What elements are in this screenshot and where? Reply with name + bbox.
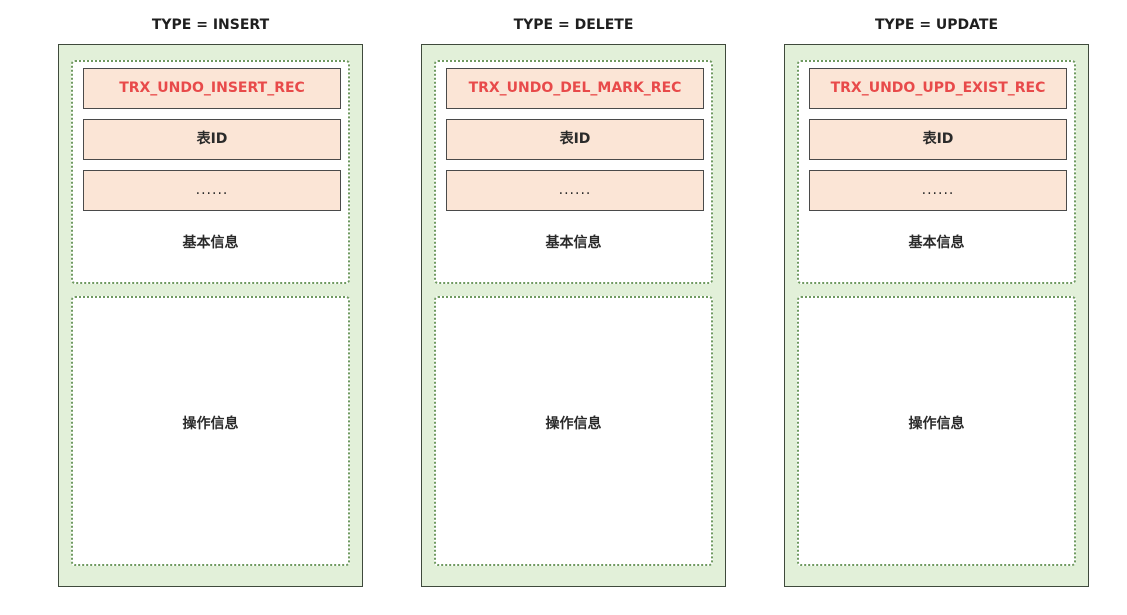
record-type-field: TRX_UNDO_UPD_EXIST_REC [809,68,1067,109]
basic-info-label: 基本信息 [182,235,239,251]
undo-record-box: TRX_UNDO_DEL_MARK_REC 表ID ...... 基本信息 操作… [421,44,726,587]
table-id-field: 表ID [83,119,341,160]
operation-info-label: 操作信息 [908,416,965,432]
basic-info-section: TRX_UNDO_DEL_MARK_REC 表ID ...... 基本信息 [434,60,713,284]
column-title: TYPE = INSERT [151,17,270,33]
basic-info-label: 基本信息 [908,235,965,251]
basic-info-section: TRX_UNDO_INSERT_REC 表ID ...... 基本信息 [71,60,350,284]
table-id-field: 表ID [446,119,704,160]
more-fields-placeholder: ...... [809,170,1067,211]
undo-record-box: TRX_UNDO_INSERT_REC 表ID ...... 基本信息 操作信息 [58,44,363,587]
insert-record-column: TYPE = INSERT TRX_UNDO_INSERT_REC 表ID ..… [58,0,363,615]
record-type-field: TRX_UNDO_DEL_MARK_REC [446,68,704,109]
operation-info-label: 操作信息 [545,416,602,432]
operation-info-section: 操作信息 [71,296,350,566]
record-type-field: TRX_UNDO_INSERT_REC [83,68,341,109]
table-id-field: 表ID [809,119,1067,160]
operation-info-section: 操作信息 [797,296,1076,566]
more-fields-placeholder: ...... [83,170,341,211]
undo-record-box: TRX_UNDO_UPD_EXIST_REC 表ID ...... 基本信息 操… [784,44,1089,587]
column-title: TYPE = UPDATE [874,17,999,33]
basic-info-label: 基本信息 [545,235,602,251]
update-record-column: TYPE = UPDATE TRX_UNDO_UPD_EXIST_REC 表ID… [784,0,1089,615]
basic-info-section: TRX_UNDO_UPD_EXIST_REC 表ID ...... 基本信息 [797,60,1076,284]
operation-info-label: 操作信息 [182,416,239,432]
delete-record-column: TYPE = DELETE TRX_UNDO_DEL_MARK_REC 表ID … [421,0,726,615]
more-fields-placeholder: ...... [446,170,704,211]
column-title: TYPE = DELETE [513,17,634,33]
operation-info-section: 操作信息 [434,296,713,566]
